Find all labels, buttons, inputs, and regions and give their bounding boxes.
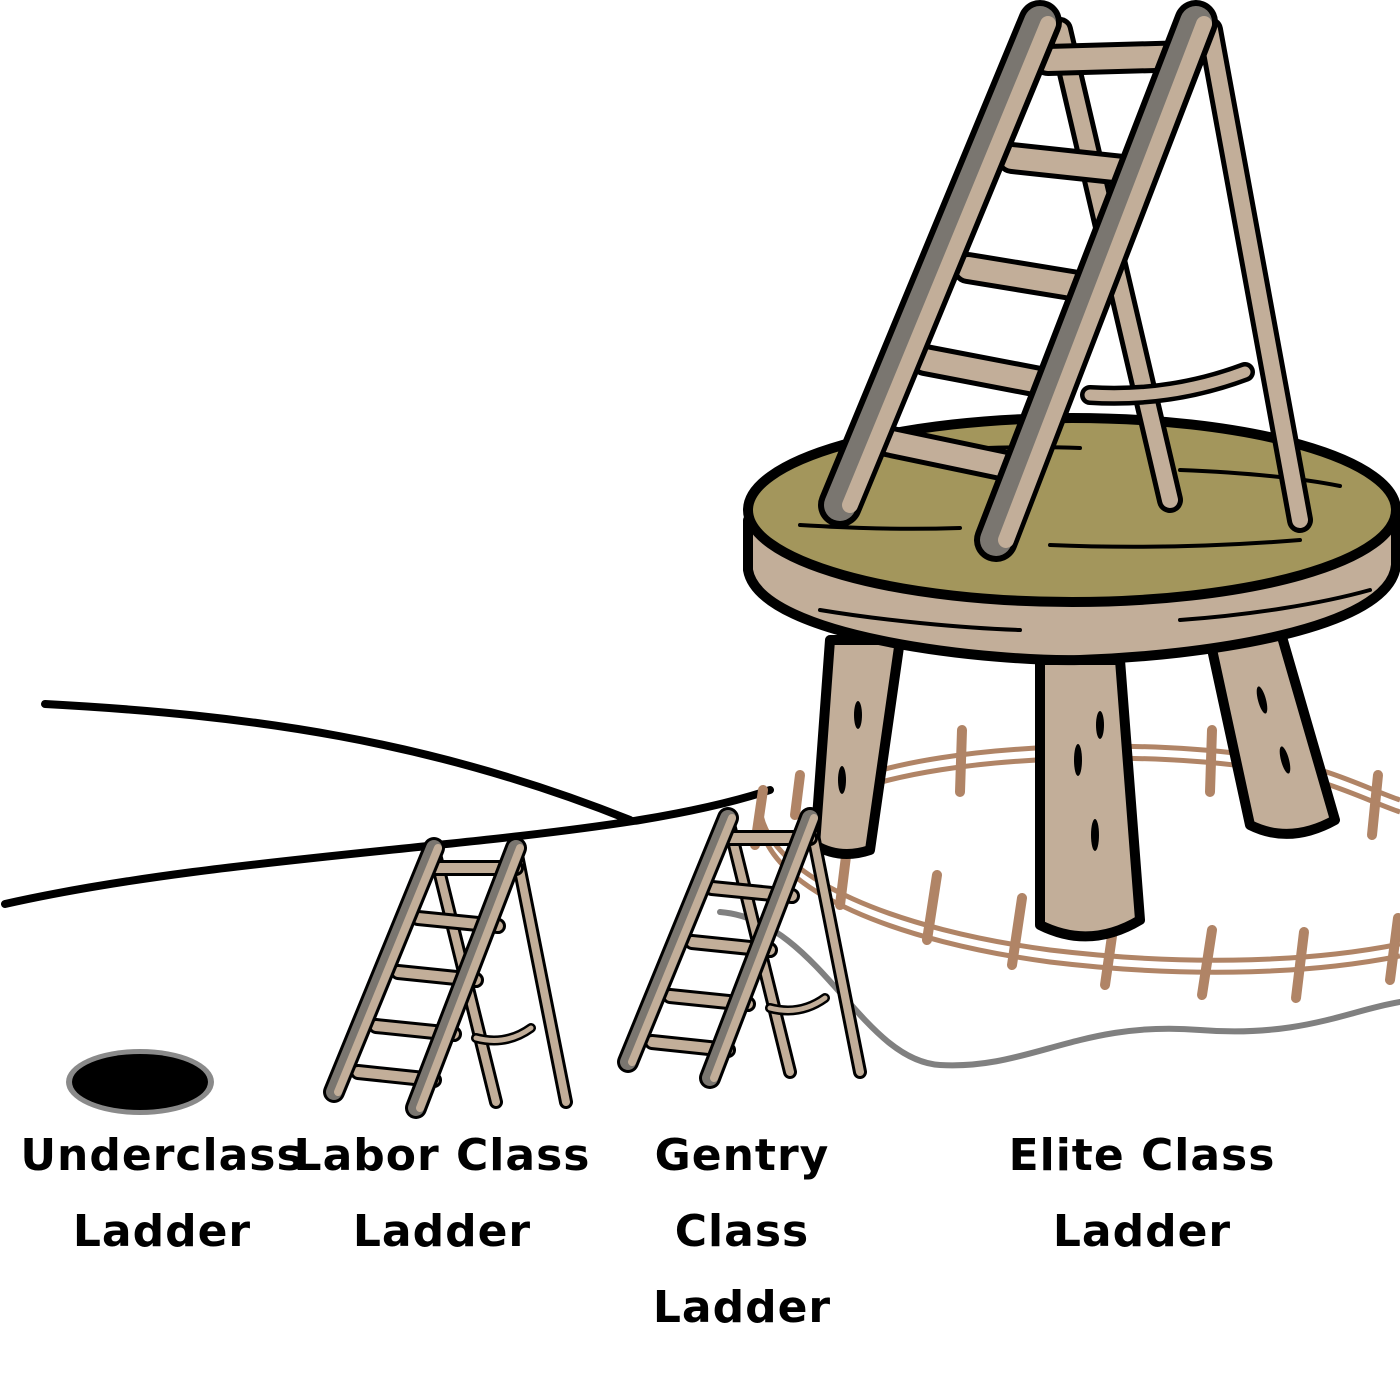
- label-elite-class-ladder: Elite Class Ladder: [982, 1118, 1302, 1270]
- fence-icon: [750, 725, 1400, 1003]
- label-underclass-ladder: Underclass Ladder: [2, 1118, 322, 1270]
- small-ladder-icon: [334, 848, 566, 1108]
- stool-legs: [810, 625, 1340, 942]
- label-labor-class-ladder: Labor Class Ladder: [282, 1118, 602, 1270]
- tall-ladder-on-stool-icon: [818, 0, 1313, 562]
- label-line1: Elite Class: [1008, 1130, 1276, 1181]
- ground-line-lower: [1, 786, 774, 908]
- label-line2: Ladder: [352, 1206, 532, 1257]
- label-line2: Ladder: [72, 1206, 252, 1257]
- label-line1: Labor Class: [293, 1130, 591, 1181]
- hole-icon: [66, 1049, 214, 1115]
- label-line1: Underclass: [20, 1130, 304, 1181]
- ground-line-upper: [41, 700, 634, 824]
- label-line2: Ladder: [652, 1282, 832, 1333]
- ground-line-gray: [717, 909, 1400, 1069]
- label-line1: Gentry Class: [654, 1130, 830, 1257]
- label-line2: Ladder: [1052, 1206, 1232, 1257]
- label-gentry-class-ladder: Gentry Class Ladder: [582, 1118, 902, 1346]
- stool-seat: [743, 413, 1400, 666]
- small-ladder-icon: [628, 818, 860, 1078]
